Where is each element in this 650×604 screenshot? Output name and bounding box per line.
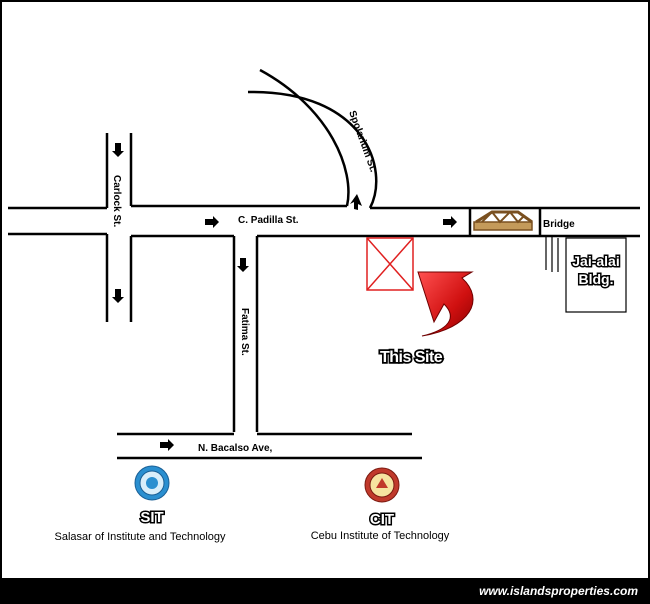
- this-site-label: This Site: [380, 349, 443, 366]
- arrow-down-icon: [112, 143, 124, 157]
- cit-seal-icon: [364, 467, 400, 503]
- cit-abbr: CIT: [370, 511, 394, 528]
- arrow-down-icon: [237, 258, 249, 272]
- spolarium-road-edge: [247, 90, 378, 209]
- bridge-icon: [473, 210, 533, 231]
- arrow-down-icon: [112, 289, 124, 303]
- spolarium-road-edge: [259, 68, 350, 207]
- bacalso-street-label: N. Bacalso Ave,: [198, 443, 273, 454]
- arrow-up-icon: [350, 194, 362, 210]
- direction-arrows: [112, 143, 457, 451]
- footer-url: www.islandsproperties.com: [479, 584, 638, 598]
- footer-bar: [2, 578, 648, 602]
- jai-alai-label-line1: Jai-alai: [572, 253, 619, 269]
- sit-name: Salasar of Institute and Technology: [54, 531, 226, 543]
- jai-alai-label-line2: Bldg.: [579, 271, 614, 287]
- padilla-street-label: C. Padilla St.: [238, 215, 299, 226]
- sit-seal-icon: [134, 465, 170, 501]
- site-marker: [366, 237, 414, 291]
- arrow-right-icon: [443, 216, 457, 228]
- site-pointer-arrow: [417, 271, 474, 337]
- road-network: [8, 68, 640, 460]
- fatima-street-label: Fatima St.: [239, 308, 250, 356]
- cit-name: Cebu Institute of Technology: [311, 530, 450, 542]
- bridge-label: Bridge: [543, 219, 575, 230]
- arrow-right-icon: [205, 216, 219, 228]
- jai-alai-building: [545, 236, 627, 313]
- carlock-street-label: Carlock St.: [111, 175, 122, 227]
- sit-abbr: SIT: [140, 509, 163, 526]
- arrow-right-icon: [160, 439, 174, 451]
